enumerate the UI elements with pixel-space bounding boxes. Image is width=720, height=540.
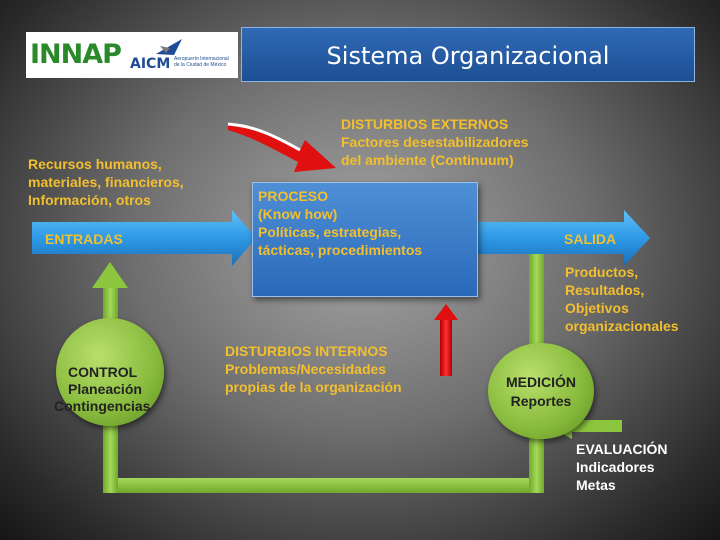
disturbios-internos-line1: Problemas/Necesidades [225, 361, 387, 377]
medicion-circle [488, 343, 594, 439]
control-label: CONTROL Planeación Contingencias [54, 364, 166, 415]
evaluacion-line2: Indicadores [576, 459, 655, 475]
entradas-label: ENTRADAS [45, 231, 123, 247]
external-disturbance-arrow [228, 124, 336, 172]
control-line1: CONTROL [68, 364, 138, 380]
productos-line4: organizacionales [565, 318, 679, 334]
recursos-line2: materiales, financieros, [28, 174, 184, 190]
medicion-line2: Reportes [510, 393, 572, 409]
control-line3: Contingencias [54, 398, 151, 414]
logos-panel: INNAP AICM Aeropuerto Internacional de l… [26, 32, 238, 78]
page-title: Sistema Organizacional [326, 42, 610, 70]
disturbios-externos-line2: del ambiente (Continuum) [341, 152, 514, 168]
title-banner: Sistema Organizacional [241, 27, 695, 82]
recursos-line1: Recursos humanos, [28, 156, 162, 172]
salida-arrow [476, 210, 650, 266]
feedback-left-arrowhead [92, 262, 128, 288]
proceso-know-how: (Know how) [258, 206, 338, 222]
recursos-line3: Información, otros [28, 192, 151, 208]
plane-icon [156, 39, 182, 55]
productos-line2: Resultados, [565, 282, 645, 298]
feedback-bottom-bar [103, 478, 535, 493]
internal-disturbance-arrowhead [434, 304, 458, 320]
productos-line3: Objetivos [565, 300, 629, 316]
disturbios-internos-label: DISTURBIOS INTERNOS Problemas/Necesidade… [225, 342, 402, 396]
control-circle [56, 318, 164, 426]
control-line2: Planeación [68, 381, 142, 397]
innap-logo: INNAP [30, 39, 122, 70]
aicm-logo: AICM [130, 56, 171, 72]
salida-label: SALIDA [564, 231, 617, 247]
disturbios-internos-line2: propias de la organización [225, 379, 402, 395]
entradas-arrow [32, 210, 256, 266]
aicm-subtitle: Aeropuerto Internacional de la Ciudad de… [174, 56, 229, 68]
evaluacion-label: EVALUACIÓN Indicadores Metas [576, 440, 668, 494]
disturbios-externos-label: DISTURBIOS EXTERNOS Factores desestabili… [341, 115, 529, 169]
disturbios-internos-heading: DISTURBIOS INTERNOS [225, 343, 388, 359]
evaluacion-line3: Metas [576, 477, 616, 493]
proceso-heading: PROCESO [258, 188, 329, 204]
proceso-box [252, 182, 478, 297]
evaluacion-line1: EVALUACIÓN [576, 441, 668, 457]
recursos-label: Recursos humanos, materiales, financiero… [28, 155, 184, 209]
proceso-text: PROCESO (Know how) Políticas, estrategia… [258, 187, 422, 259]
medicion-line1: MEDICIÓN [506, 374, 576, 390]
productos-line1: Productos, [565, 264, 639, 280]
medicion-label: MEDICIÓN Reportes [488, 373, 594, 411]
proceso-politicas: Políticas, estrategias, [258, 224, 402, 240]
proceso-tacticas: tácticas, procedimientos [258, 242, 423, 258]
internal-disturbance-shaft [440, 318, 452, 376]
disturbios-externos-heading: DISTURBIOS EXTERNOS [341, 116, 509, 132]
disturbios-externos-line1: Factores desestabilizadores [341, 134, 529, 150]
productos-label: Productos, Resultados, Objetivos organiz… [565, 263, 679, 335]
